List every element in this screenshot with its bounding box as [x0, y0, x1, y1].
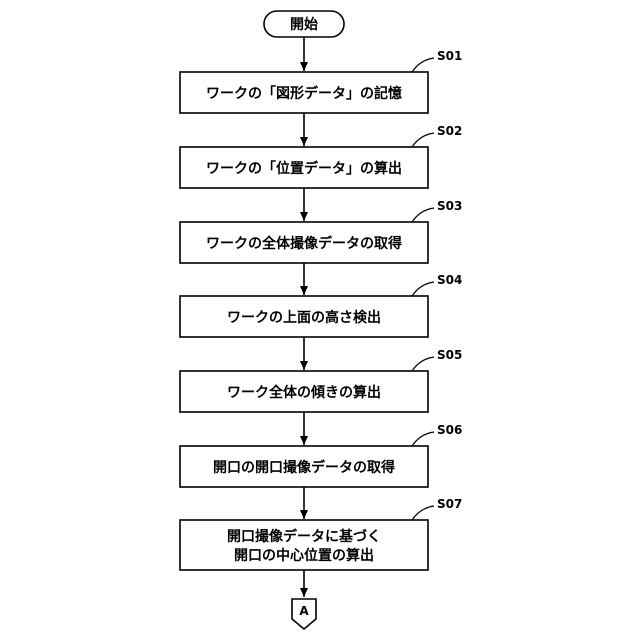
step-s02-id: S02	[437, 124, 462, 138]
step-s03-leader	[412, 208, 434, 222]
start-terminal: 開始	[264, 11, 344, 37]
step-s07-text-line-2: 開口の中心位置の算出	[234, 547, 374, 564]
step-s04: ワークの上面の高さ検出 S04	[180, 273, 462, 337]
step-s04-text: ワークの上面の高さ検出	[227, 309, 381, 326]
step-s06-leader	[412, 432, 434, 446]
off-page-connector-label: A	[299, 604, 309, 618]
step-s01-leader	[412, 58, 434, 72]
step-s04-leader	[412, 282, 434, 296]
step-s07-leader	[412, 506, 434, 520]
start-label: 開始	[290, 16, 318, 33]
step-s03-text: ワークの全体撮像データの取得	[206, 235, 402, 252]
step-s03: ワークの全体撮像データの取得 S03	[180, 199, 462, 263]
step-s07-text-line-1: 開口撮像データに基づく	[227, 528, 381, 545]
step-s07: 開口撮像データに基づく 開口の中心位置の算出 S07	[180, 497, 462, 570]
step-s02: ワークの「位置データ」の算出 S02	[180, 124, 462, 188]
step-s02-text: ワークの「位置データ」の算出	[206, 160, 402, 177]
step-s02-leader	[412, 133, 434, 147]
step-s05-id: S05	[437, 348, 462, 362]
step-s06-id: S06	[437, 423, 462, 437]
step-s04-id: S04	[437, 273, 462, 287]
step-s01-id: S01	[437, 49, 462, 63]
step-s05: ワーク全体の傾きの算出 S05	[180, 348, 462, 412]
step-s01: ワークの「図形データ」の記憶 S01	[180, 49, 462, 113]
step-s07-id: S07	[437, 497, 462, 511]
step-s05-text: ワーク全体の傾きの算出	[227, 384, 381, 401]
step-s03-id: S03	[437, 199, 462, 213]
step-s06-text: 開口の開口撮像データの取得	[213, 459, 395, 476]
step-s05-leader	[412, 357, 434, 371]
step-s01-text: ワークの「図形データ」の記憶	[206, 85, 402, 102]
step-s06: 開口の開口撮像データの取得 S06	[180, 423, 462, 487]
off-page-connector: A	[292, 599, 316, 629]
